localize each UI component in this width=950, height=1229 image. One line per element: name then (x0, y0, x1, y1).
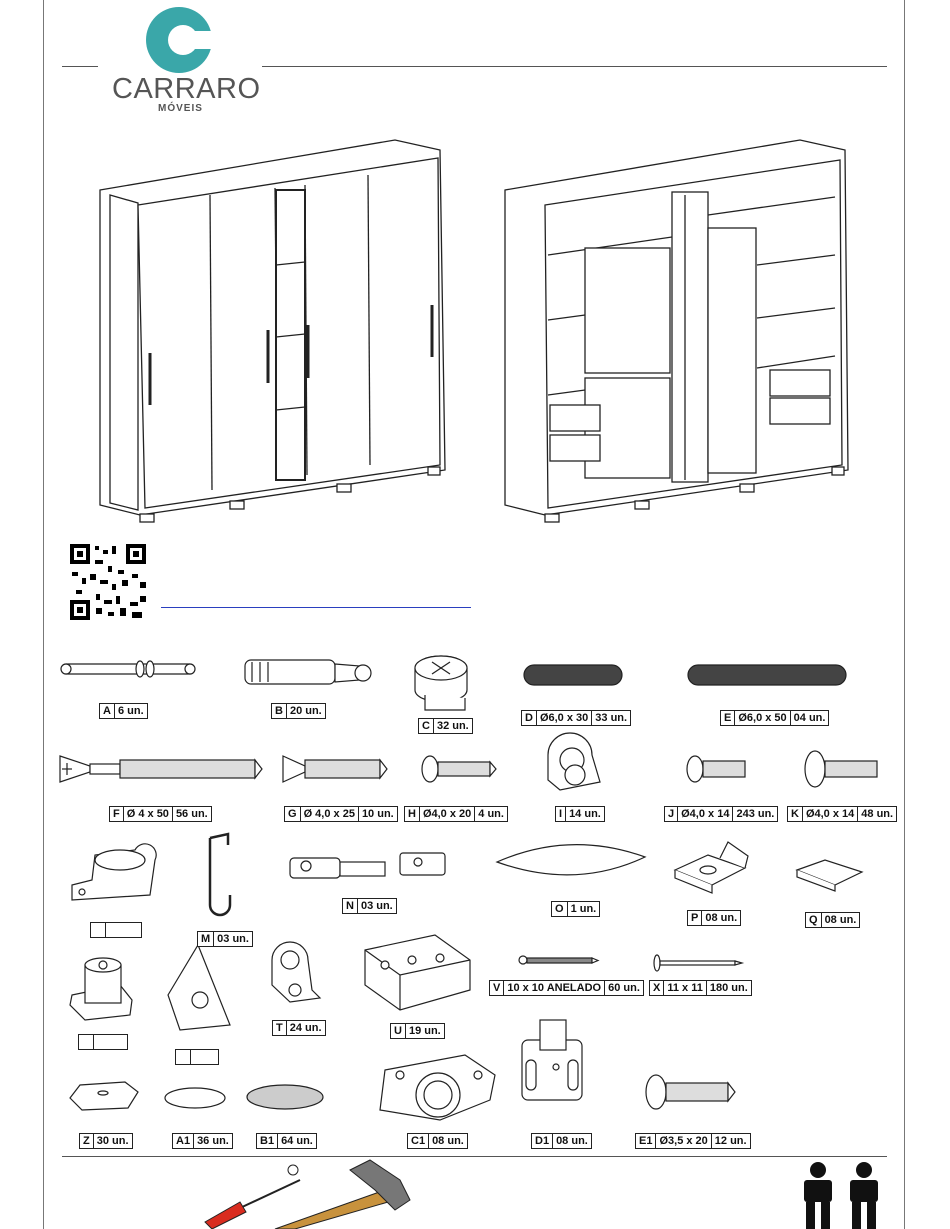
part-d-illustration (523, 664, 623, 686)
part-label-blank (90, 922, 142, 938)
part-o-illustration (495, 844, 647, 876)
two-people-icon (804, 1162, 878, 1229)
part-s-illustration (167, 943, 231, 1031)
part-a1-illustration (164, 1087, 226, 1109)
part-a-illustration (60, 660, 196, 678)
part-b1-illustration (246, 1084, 324, 1110)
screwdriver-icon (204, 1164, 301, 1229)
wardrobe-closed-illustration (99, 139, 446, 523)
part-u-illustration (364, 934, 471, 1011)
part-z-illustration (69, 1081, 139, 1111)
part-label-blank (175, 1049, 219, 1065)
wardrobe-open-illustration (504, 139, 849, 523)
part-b-illustration (244, 659, 372, 685)
header-rule-left (62, 66, 98, 67)
part-t-illustration (271, 941, 322, 1003)
part-x-illustration (653, 954, 745, 972)
part-l-illustration (71, 843, 157, 901)
footer-rule (62, 1156, 887, 1157)
part-h-illustration (421, 755, 497, 783)
part-k-illustration (804, 750, 878, 788)
hammer-icon (274, 1159, 411, 1229)
part-p-illustration (673, 841, 749, 894)
qr-code (70, 544, 146, 620)
part-v-illustration (518, 955, 600, 965)
page-frame (43, 0, 905, 1229)
brand-logo-mark (146, 7, 215, 73)
header-rule-right (262, 66, 887, 67)
part-d1-illustration (521, 1019, 583, 1101)
part-g-illustration (282, 755, 388, 783)
part-q-illustration (795, 859, 864, 892)
part-label-blank (78, 1034, 128, 1050)
brand-name: CARRARO (112, 73, 261, 105)
part-i-illustration (547, 732, 601, 791)
part-e1-illustration (645, 1074, 736, 1110)
part-m-illustration (208, 832, 232, 917)
part-f-illustration (59, 755, 263, 783)
url-line (161, 607, 471, 608)
part-j-illustration (686, 755, 746, 783)
brand-subtitle: MÓVEIS (158, 103, 203, 114)
part-c-illustration (414, 655, 468, 711)
part-r-illustration (69, 957, 133, 1021)
part-e-illustration (687, 664, 847, 686)
part-c1-illustration (379, 1054, 496, 1121)
part-n-illustration (289, 852, 446, 879)
